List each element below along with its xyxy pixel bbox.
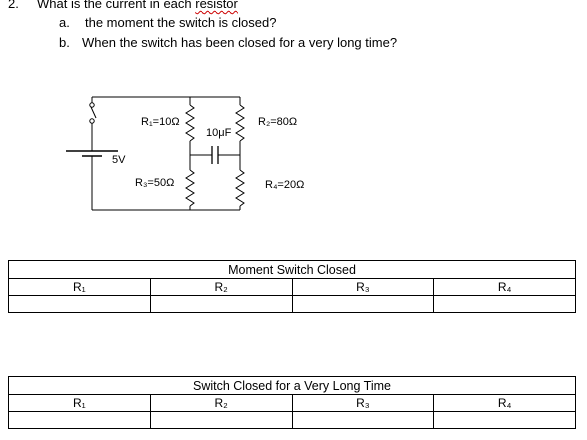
r1-label: R₁=10Ω	[141, 116, 180, 128]
header-r3: R₃	[291, 394, 435, 412]
part-a-text: the moment the switch is closed?	[85, 15, 277, 30]
capacitor-label: 10μF	[206, 127, 232, 139]
r3-label: R₃=50Ω	[135, 177, 174, 189]
battery	[66, 150, 118, 157]
moment-closed-table: Moment Switch Closed R₁ R₂ R₃ R₄	[8, 260, 576, 313]
battery-label: 5V	[112, 154, 126, 166]
r1-resistor	[185, 104, 195, 142]
r4-label: R₄=20Ω	[265, 179, 304, 191]
answer-cell-r4[interactable]	[433, 411, 576, 429]
part-b-letter: b.	[59, 35, 70, 50]
table-title: Switch Closed for a Very Long Time	[8, 376, 576, 395]
question-prefix: What is the current in each	[37, 0, 196, 11]
long-time-table: Switch Closed for a Very Long Time R₁ R₂…	[8, 376, 576, 429]
header-r3: R₃	[291, 278, 435, 296]
question-text: What is the current in each resistor	[37, 0, 238, 11]
part-b-text: When the switch has been closed for a ve…	[82, 35, 398, 50]
question-number: 2.	[8, 0, 19, 11]
circuit-diagram: 5V R₁=10Ω R₂=80Ω 10μF R₃=50Ω R₄=20Ω	[66, 96, 304, 211]
r2-label: R₂=80Ω	[258, 116, 297, 128]
header-r2: R₂	[149, 394, 293, 412]
r4-resistor	[235, 169, 245, 207]
answer-cell-r3[interactable]	[291, 295, 435, 313]
answer-cell-r1[interactable]	[8, 295, 151, 313]
header-r1: R₁	[8, 394, 151, 412]
part-a-letter: a.	[59, 15, 70, 30]
switch	[89, 97, 97, 124]
r3-resistor	[185, 169, 195, 207]
table-title: Moment Switch Closed	[8, 260, 576, 279]
r2-resistor	[235, 104, 245, 142]
header-r4: R₄	[433, 278, 576, 296]
capacitor	[211, 146, 219, 164]
answer-cell-r3[interactable]	[291, 411, 435, 429]
header-r2: R₂	[149, 278, 293, 296]
answer-cell-r2[interactable]	[149, 411, 293, 429]
answer-cell-r2[interactable]	[149, 295, 293, 313]
spellcheck-word: resistor	[195, 0, 238, 11]
answer-cell-r4[interactable]	[433, 295, 576, 313]
answer-cell-r1[interactable]	[8, 411, 151, 429]
header-r4: R₄	[433, 394, 576, 412]
header-r1: R₁	[8, 278, 151, 296]
